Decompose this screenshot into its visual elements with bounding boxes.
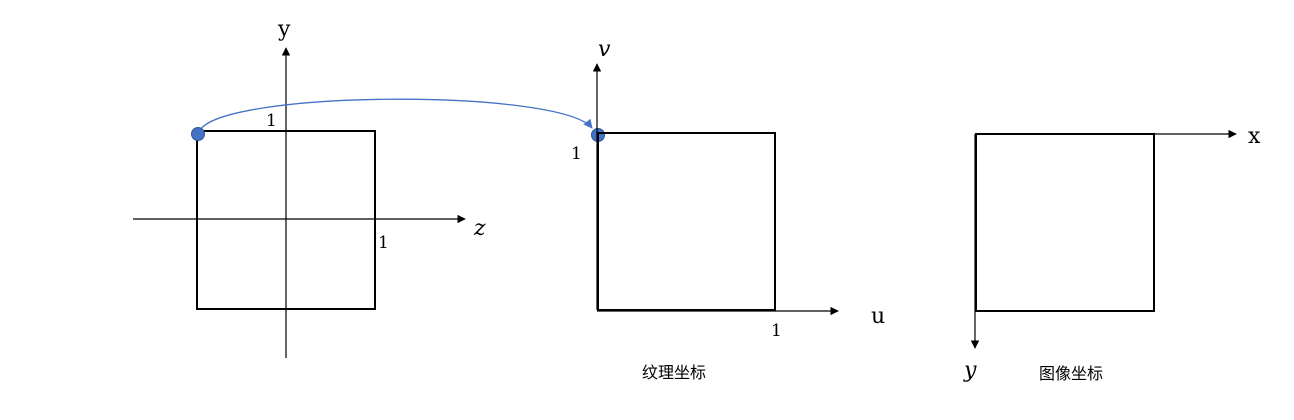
world-panel: y z 1 1 bbox=[133, 17, 486, 358]
image-panel: x y 图像坐标 bbox=[963, 124, 1261, 383]
world-z-axis-label: z bbox=[473, 216, 486, 241]
mapping-curve bbox=[198, 98, 593, 133]
source-point bbox=[191, 127, 205, 141]
texture-u-axis-label: u bbox=[871, 304, 885, 329]
world-y-axis-label: y bbox=[277, 17, 291, 42]
mapping-arrow bbox=[191, 98, 605, 142]
image-y-axis-label: y bbox=[963, 358, 977, 383]
texture-square bbox=[597, 132, 776, 311]
texture-u-tick-label: 1 bbox=[771, 321, 782, 341]
texture-v-axis-label: v bbox=[598, 37, 611, 62]
texture-caption: 纹理坐标 bbox=[642, 363, 706, 382]
world-square bbox=[196, 130, 376, 310]
texture-panel: v u 1 1 纹理坐标 bbox=[571, 37, 885, 382]
world-y-tick-label: 1 bbox=[266, 111, 277, 131]
image-x-axis-label: x bbox=[1248, 124, 1261, 149]
image-caption: 图像坐标 bbox=[1039, 364, 1103, 383]
world-z-tick-label: 1 bbox=[378, 233, 389, 253]
texture-v-tick-label: 1 bbox=[571, 144, 582, 164]
image-square bbox=[975, 133, 1155, 312]
